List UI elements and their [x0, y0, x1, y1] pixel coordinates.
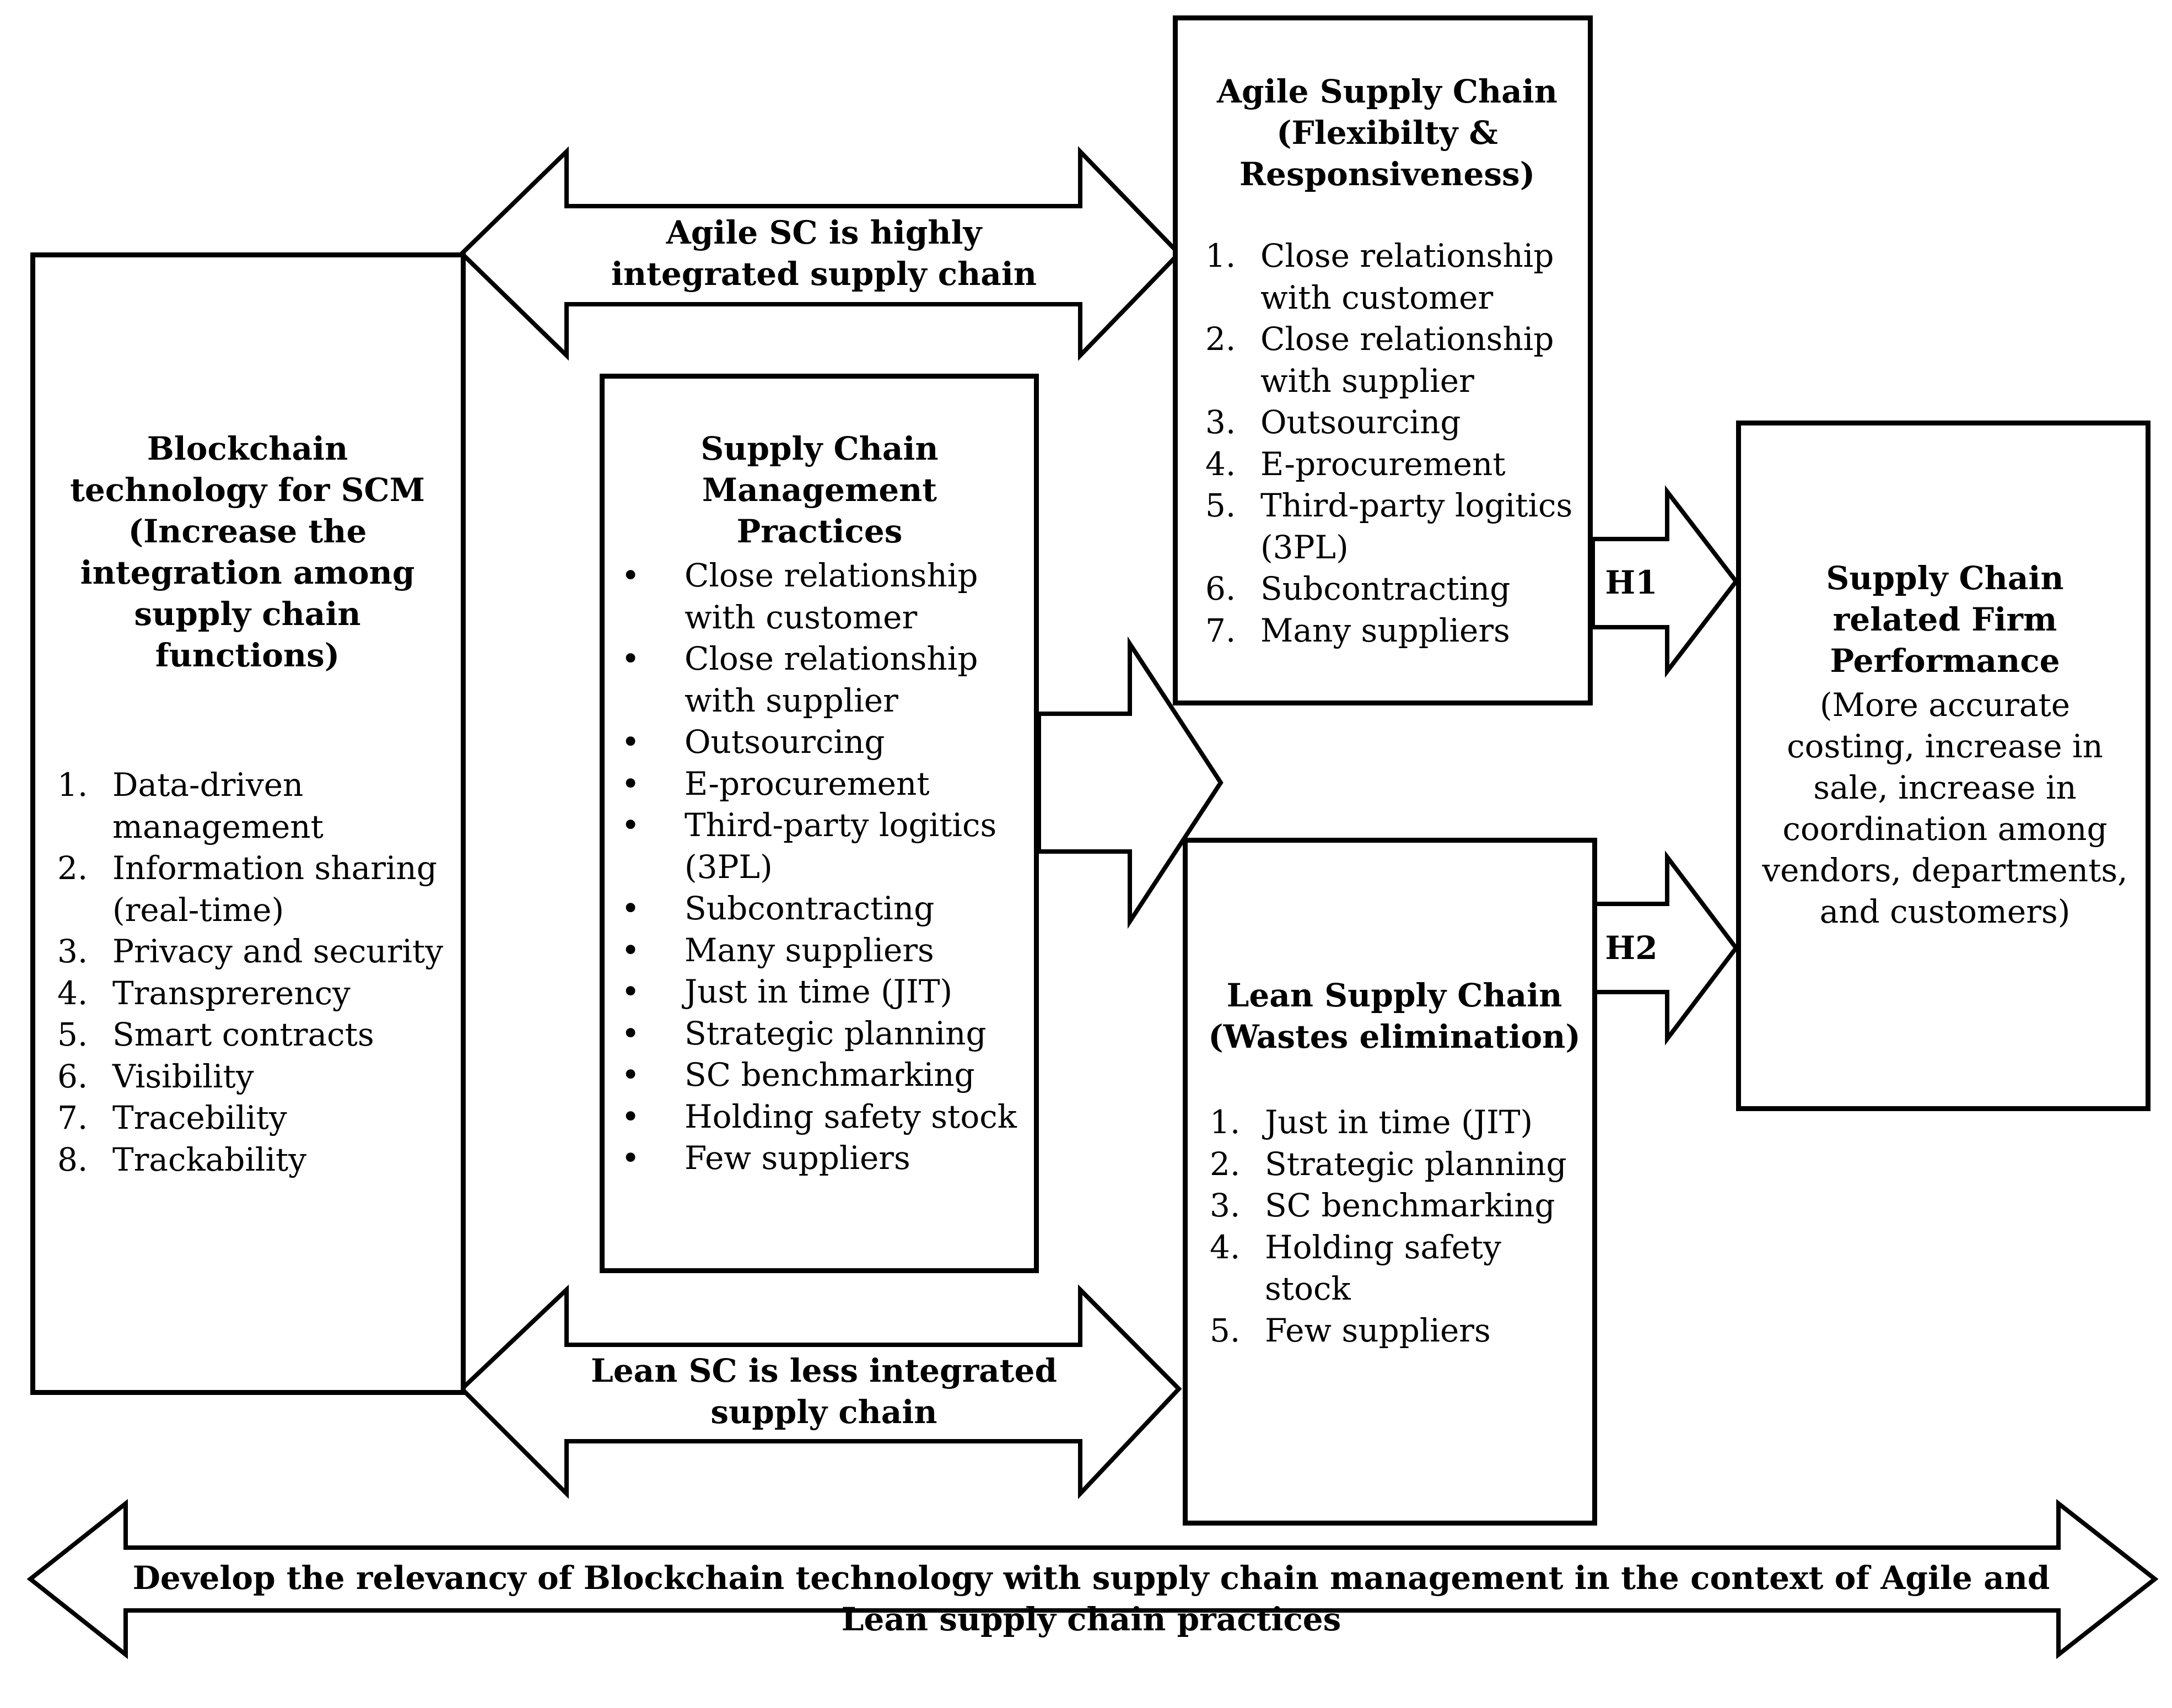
list-item: •Many suppliers: [621, 931, 934, 969]
blockchain-box: Blockchain technology for SCM (Increase …: [30, 252, 466, 1395]
blockchain-title: Blockchain technology for SCM (Increase …: [70, 430, 425, 674]
agile-title: Agile Supply Chain (Flexibilty & Respons…: [1217, 73, 1557, 193]
lean-title: Lean Supply Chain (Wastes elimination): [1208, 977, 1581, 1055]
list-item: 6.Visibility: [57, 1057, 254, 1095]
scm-practices-box: Supply Chain Management Practices •Close…: [600, 374, 1039, 1273]
list-item: •Strategic planning: [621, 1014, 987, 1052]
lean-supply-chain-box: Lean Supply Chain (Wastes elimination) 1…: [1183, 838, 1597, 1526]
scm-practices-list: •Close relationship with customer •Close…: [621, 555, 1029, 1179]
list-item: 1.Just in time (JIT): [1210, 1103, 1533, 1141]
list-item: 7.Tracebility: [57, 1099, 287, 1136]
blockchain-list: 1.Data-driven management 2.Information s…: [57, 764, 449, 1181]
list-item: •Just in time (JIT): [621, 973, 953, 1010]
list-item: 3.Privacy and security: [57, 933, 444, 970]
list-item: 5.Few suppliers: [1210, 1311, 1491, 1349]
list-item: •Few suppliers: [621, 1139, 910, 1177]
h2-arrow: [1591, 850, 1739, 1046]
list-item: •Holding safety stock: [621, 1097, 1017, 1135]
list-item: •Outsourcing: [621, 723, 885, 761]
list-item: 8.Trackability: [57, 1140, 307, 1178]
list-item: 7.Many suppliers: [1205, 611, 1510, 649]
list-item: •E-procurement: [621, 764, 930, 802]
agile-list: 1.Close relationship with customer 2.Clo…: [1205, 235, 1586, 651]
list-item: 4.Transprerency: [57, 974, 351, 1012]
practices-to-chains-arrow: [1037, 636, 1224, 929]
list-item: •Subcontracting: [621, 890, 935, 927]
lean-list: 1.Just in time (JIT) 2.Strategic plannin…: [1210, 1102, 1596, 1351]
lean-link-label: Lean SC is less integrated supply chain: [590, 1352, 1057, 1431]
scm-practices-title: Supply Chain Management Practices: [700, 430, 939, 550]
firm-performance-box: Supply Chain related Firm Performance (M…: [1736, 421, 2151, 1111]
list-item: 3.SC benchmarking: [1210, 1187, 1555, 1224]
list-item: 5.Smart contracts: [57, 1016, 374, 1053]
bottom-double-arrow: [26, 1499, 2159, 1659]
list-item: 2.Information sharing (real-time): [57, 849, 437, 929]
list-item: 4.Holding safety stock: [1210, 1228, 1501, 1308]
list-item: •Close relationship with customer: [621, 557, 978, 636]
list-item: 4.E-procurement: [1205, 445, 1506, 483]
list-item: 2.Strategic planning: [1210, 1145, 1567, 1183]
lean-link-double-arrow: [459, 1284, 1182, 1500]
list-item: •Third-party logitics (3PL): [621, 806, 997, 886]
list-item: •SC benchmarking: [621, 1056, 975, 1093]
h1-arrow: [1591, 485, 1739, 678]
agile-link-label: Agile SC is highly integrated supply cha…: [611, 214, 1037, 293]
h1-label: H1: [1605, 564, 1658, 601]
list-item: 1.Close relationship with customer: [1205, 237, 1554, 316]
list-item: •Close relationship with supplier: [621, 640, 978, 719]
performance-title: Supply Chain related Firm Performance: [1826, 559, 2064, 680]
h2-label: H2: [1605, 929, 1658, 967]
list-item: 6.Subcontracting: [1205, 570, 1511, 607]
list-item: 5.Third-party logitics (3PL): [1205, 487, 1573, 566]
bottom-arrow-label: Develop the relevancy of Blockchain tech…: [132, 1559, 2050, 1638]
agile-supply-chain-box: Agile Supply Chain (Flexibilty & Respons…: [1173, 15, 1593, 705]
performance-description: (More accurate costing, increase in sale…: [1762, 686, 2128, 930]
list-item: 2.Close relationship with supplier: [1205, 320, 1554, 400]
list-item: 1.Data-driven management: [57, 766, 324, 845]
list-item: 3.Outsourcing: [1205, 403, 1461, 441]
